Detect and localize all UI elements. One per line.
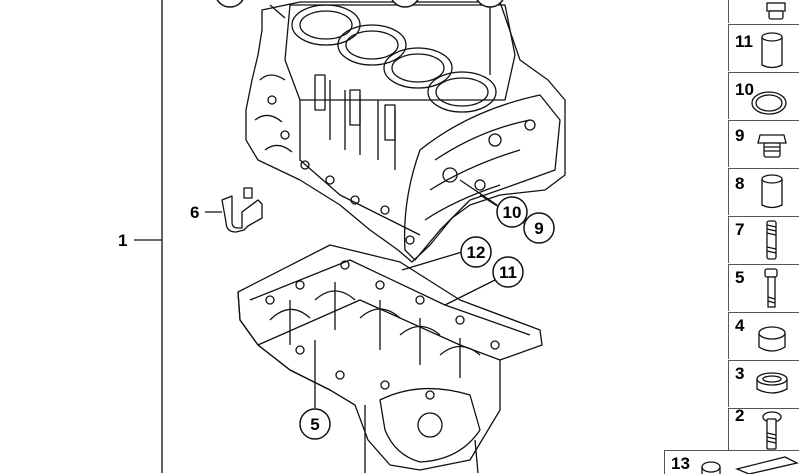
sidebar-num-8: 8 <box>735 174 745 193</box>
plug-cap-icon <box>756 372 788 394</box>
callout-12-circle <box>460 236 492 268</box>
bolt-icon <box>764 268 778 308</box>
sidebar-num-4: 4 <box>735 316 745 335</box>
label-item-1: 1 <box>118 231 128 250</box>
sidebar-cell-8[interactable]: 8 <box>728 168 799 215</box>
sleeve-icon <box>761 32 783 69</box>
sidebar-cell-5[interactable]: 5 <box>728 264 799 311</box>
cap-icon <box>758 326 786 352</box>
sidebar-num-7: 7 <box>735 220 745 239</box>
sidebar-cell-11[interactable]: 11 <box>728 24 799 71</box>
sidebar-cell-2[interactable]: 2 <box>728 406 799 455</box>
o-ring-icon <box>751 91 787 115</box>
callout-12: 12 <box>467 243 486 262</box>
sidebar-cell-3[interactable]: 3 <box>728 360 799 407</box>
callout-9: 9 <box>534 219 543 238</box>
sidebar-cell-4[interactable]: 4 <box>728 312 799 359</box>
callout-9-circle <box>523 212 555 244</box>
short-bolt-icon <box>762 411 782 450</box>
sidebar-num-5: 5 <box>735 268 745 287</box>
sensor-part <box>221 195 263 233</box>
engine-drawing: 10 9 12 11 5 <box>134 0 566 473</box>
callout-10-circle <box>496 196 528 228</box>
plug-icon <box>766 2 786 20</box>
sidebar-num-11: 11 <box>735 32 753 51</box>
stud-icon <box>766 220 777 260</box>
callout-11: 11 <box>499 263 517 282</box>
sidebar-num-10: 10 <box>735 80 754 99</box>
callout-11-circle <box>492 256 524 288</box>
sidebar-cell-10[interactable]: 10 <box>728 72 799 119</box>
callout-5-circle <box>299 408 331 440</box>
sidebar-num-3: 3 <box>735 364 745 383</box>
sidebar-cell-top[interactable] <box>728 0 799 23</box>
sidebar-num-9: 9 <box>735 126 745 145</box>
kit-box-icon <box>701 456 799 474</box>
sidebar-num-13: 13 <box>671 454 690 473</box>
sidebar-cell-13[interactable]: 13 <box>664 450 799 474</box>
screw-plug-icon <box>757 134 787 158</box>
callout-10: 10 <box>503 203 522 222</box>
sidebar-cell-9[interactable]: 9 <box>728 120 799 167</box>
label-item-6: 6 <box>190 203 200 222</box>
sidebar-cell-7[interactable]: 7 <box>728 216 799 263</box>
sidebar-num-2: 2 <box>735 406 745 425</box>
dowel-sleeve-icon <box>761 174 783 209</box>
callout-5: 5 <box>310 415 319 434</box>
